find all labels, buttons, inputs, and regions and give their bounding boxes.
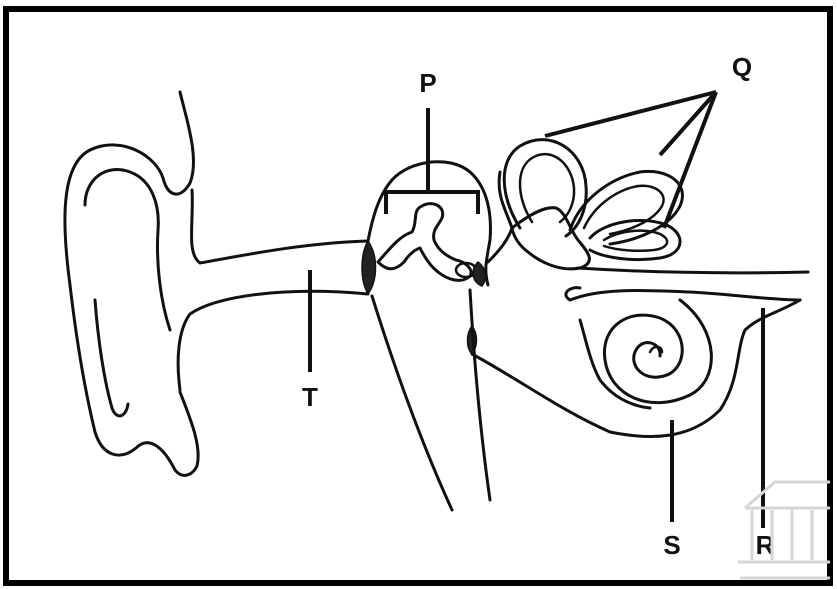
inner-ear <box>472 140 808 437</box>
eardrum <box>362 241 376 294</box>
cochlea <box>604 300 711 403</box>
ear-canal <box>178 190 368 390</box>
eustachian-tube <box>372 290 490 510</box>
oval-window <box>473 262 485 286</box>
label-p: P <box>419 68 436 98</box>
label-t: T <box>302 382 318 412</box>
leader-q-1 <box>545 92 716 136</box>
watermark-logo <box>738 482 830 578</box>
outer-ear-pinna <box>65 92 198 475</box>
label-q: Q <box>732 52 752 82</box>
leader-q-3 <box>664 92 716 228</box>
leader-q-2 <box>660 92 716 155</box>
label-s: S <box>663 530 680 560</box>
